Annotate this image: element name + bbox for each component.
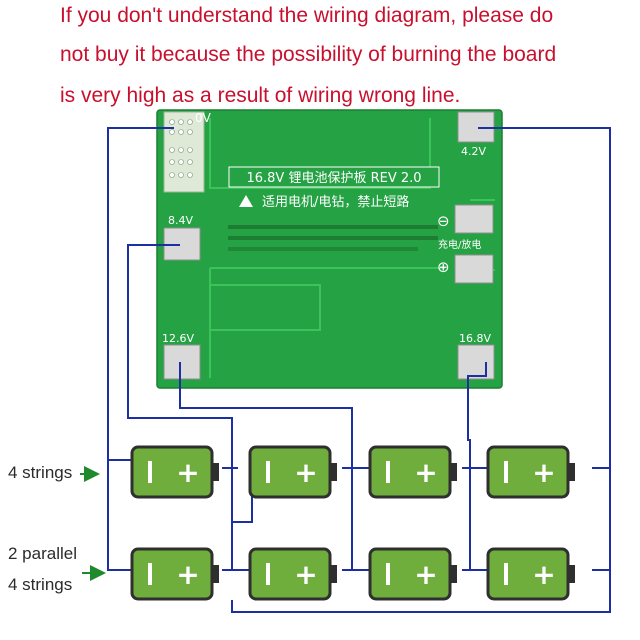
battery-cell: +: [486, 547, 575, 601]
battery-plus-icon: +: [176, 456, 199, 489]
pad-label-12v6: 12.6V: [162, 332, 194, 345]
battery-body: [130, 547, 214, 601]
battery-cell: +: [368, 445, 457, 499]
warning-triangle-icon: [239, 195, 253, 207]
label-4-strings-lower: 4 strings: [8, 575, 73, 594]
warning-line-2: not buy it because the possibility of bu…: [60, 43, 557, 66]
battery-minus-icon: [266, 461, 270, 483]
battery-terminal-cap: [212, 565, 219, 583]
board-title: 16.8V 锂电池保护板 REV 2.0: [246, 171, 421, 186]
minus-terminal-icon: ⊖: [437, 212, 450, 230]
battery-body: [368, 445, 452, 499]
battery-body: [248, 445, 332, 499]
battery-cell: +: [130, 445, 219, 499]
battery-minus-icon: [266, 563, 270, 585]
battery-grid: + + + + + + + +: [130, 445, 575, 601]
battery-cell: +: [368, 547, 457, 601]
wire-0v: [107, 127, 174, 571]
title-box: [228, 166, 440, 188]
label-2-parallel: 2 parallel: [8, 544, 77, 563]
pad-plus: [454, 254, 494, 284]
plus-terminal-icon: ⊕: [437, 258, 450, 276]
battery-body: [248, 547, 332, 601]
battery-minus-icon: [386, 563, 390, 585]
battery-body: [486, 547, 570, 601]
battery-minus-icon: [148, 461, 152, 483]
battery-minus-icon: [504, 461, 508, 483]
battery-plus-icon: +: [294, 558, 317, 591]
protection-board: 16.8V 锂电池保护板 REV 2.0 适用电机/电钻，禁止短路 ⊖ 充电/放…: [156, 109, 503, 389]
pad-label-8v4: 8.4V: [168, 214, 193, 227]
pad-minus: [454, 204, 494, 234]
pcb-trace: [209, 118, 431, 189]
wire-4v2-outer: [231, 127, 611, 613]
battery-terminal-cap: [568, 463, 575, 481]
warning-line-3: is very high as a result of wiring wrong…: [60, 84, 461, 107]
pad-12v6: [163, 344, 201, 380]
pad-label-16v8: 16.8V: [459, 332, 491, 345]
battery-minus-icon: [148, 563, 152, 585]
wire-8v4: [127, 244, 253, 523]
pad-label-4v2: 4.2V: [461, 145, 486, 158]
via-rows: [228, 225, 438, 251]
wires: [107, 127, 611, 613]
battery-plus-icon: +: [414, 456, 437, 489]
pad-0v-holes: [169, 119, 193, 178]
pcb-trace-lower: [209, 267, 445, 378]
battery-body: [486, 445, 570, 499]
pad-label-0v: 0V: [195, 111, 212, 125]
battery-minus-icon: [504, 563, 508, 585]
battery-plus-icon: +: [414, 558, 437, 591]
battery-cell: +: [248, 547, 337, 601]
battery-minus-icon: [386, 461, 390, 483]
battery-terminal-cap: [330, 565, 337, 583]
battery-terminal-cap: [450, 565, 457, 583]
battery-terminal-cap: [330, 463, 337, 481]
battery-cell: +: [130, 547, 219, 601]
pad-16v8: [457, 344, 495, 380]
battery-plus-icon: +: [532, 558, 555, 591]
battery-cell: +: [486, 445, 575, 499]
battery-body: [368, 547, 452, 601]
battery-body: [130, 445, 214, 499]
battery-cell: +: [248, 445, 337, 499]
battery-terminal-cap: [450, 463, 457, 481]
label-4-strings: 4 strings: [8, 463, 73, 482]
wire-12v6: [179, 362, 372, 469]
battery-plus-icon: +: [532, 456, 555, 489]
battery-terminal-cap: [568, 565, 575, 583]
battery-plus-icon: +: [176, 558, 199, 591]
battery-terminal-cap: [212, 463, 219, 481]
board-notice: 适用电机/电钻，禁止短路: [262, 194, 409, 210]
charge-discharge-label: 充电/放电: [438, 238, 481, 251]
battery-plus-icon: +: [294, 456, 317, 489]
warning-line-1: If you don't understand the wiring diagr…: [60, 4, 554, 27]
